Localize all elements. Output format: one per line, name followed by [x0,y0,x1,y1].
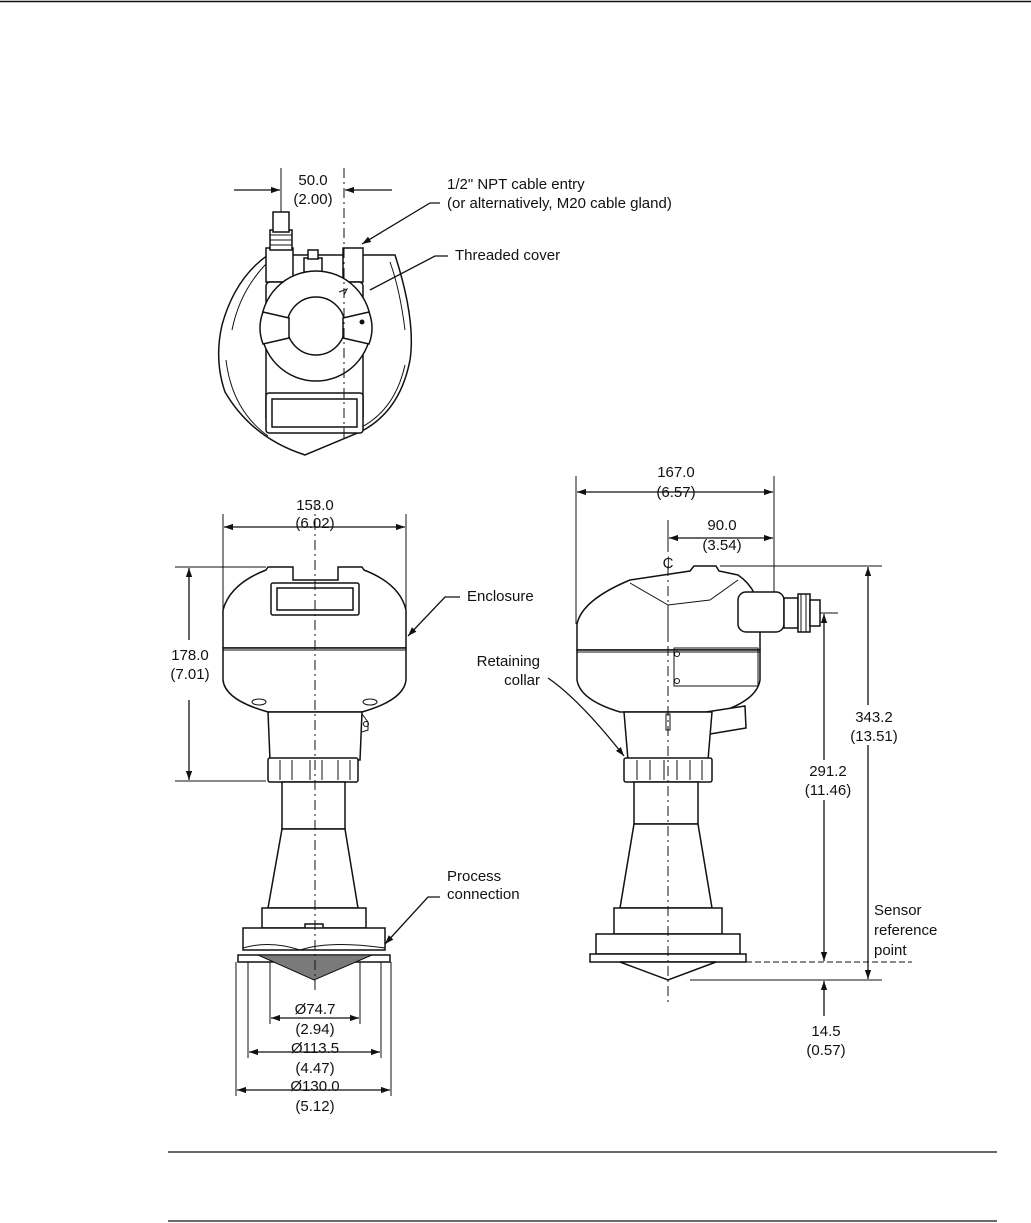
front-height-in: (7.01) [170,666,209,683]
enclosure-label: Enclosure [467,588,534,605]
front-width-in: (6.02) [295,515,334,532]
tip-length-in: (0.57) [806,1042,845,1059]
side-width-mm: 167.0 [657,464,695,481]
total-height-mm: 343.2 [855,709,893,726]
side-offset-mm: 90.0 [707,517,736,534]
process-label-2: connection [447,886,520,903]
retaining-label-2: collar [504,672,540,689]
top-width-in: (2.00) [293,191,332,208]
front-view: 153.0 (6.02) 178.0 (7.01) Enclosure Proc… [170,497,533,1115]
screw-dot [360,320,365,325]
dia-74-in: (2.94) [295,1021,334,1038]
top-width-mm: 50.0 [298,172,327,189]
dia-113-in: (4.47) [295,1060,334,1077]
dia-113-mm: Ø113.5 [291,1040,339,1057]
ref-height-mm: 291.2 [809,763,847,780]
tip-length-mm: 14.5 [811,1023,840,1040]
retaining-label-1: Retaining [477,653,540,670]
sensor-label-2: reference [874,922,937,939]
side-offset-in: (3.54) [702,537,741,554]
front-height-mm: 178.0 [171,647,209,664]
cable-entry-label-2: (or alternatively, M20 cable gland) [447,195,672,212]
front-width-mm: 153.0 [296,497,334,514]
enclosure-leader [408,597,460,636]
dia-130-mm: Ø130.0 [290,1078,339,1095]
ref-height-in: (11.46) [805,782,851,799]
total-height-in: (13.51) [850,728,898,745]
cable-entry-leader [362,203,440,244]
side-view: ₵ 167.0 (6.57) 90.0 (3.54) 343.2 (13.51)… [477,464,938,1059]
centerline-symbol: ₵ [663,555,674,572]
dia-74-mm: Ø74.7 [295,1001,336,1018]
sensor-label-1: Sensor [874,902,922,919]
process-leader [385,897,440,944]
cable-entry-label-1: 1/2" NPT cable entry [447,176,585,193]
top-view: 50.0 (2.00) 1/2" NPT cable entry (or alt… [219,168,672,455]
sensor-label-3: point [874,942,907,959]
dia-130-in: (5.12) [295,1098,334,1115]
side-width-in: (6.57) [656,484,695,501]
threaded-cover-label: Threaded cover [455,247,560,264]
process-label-1: Process [447,868,501,885]
